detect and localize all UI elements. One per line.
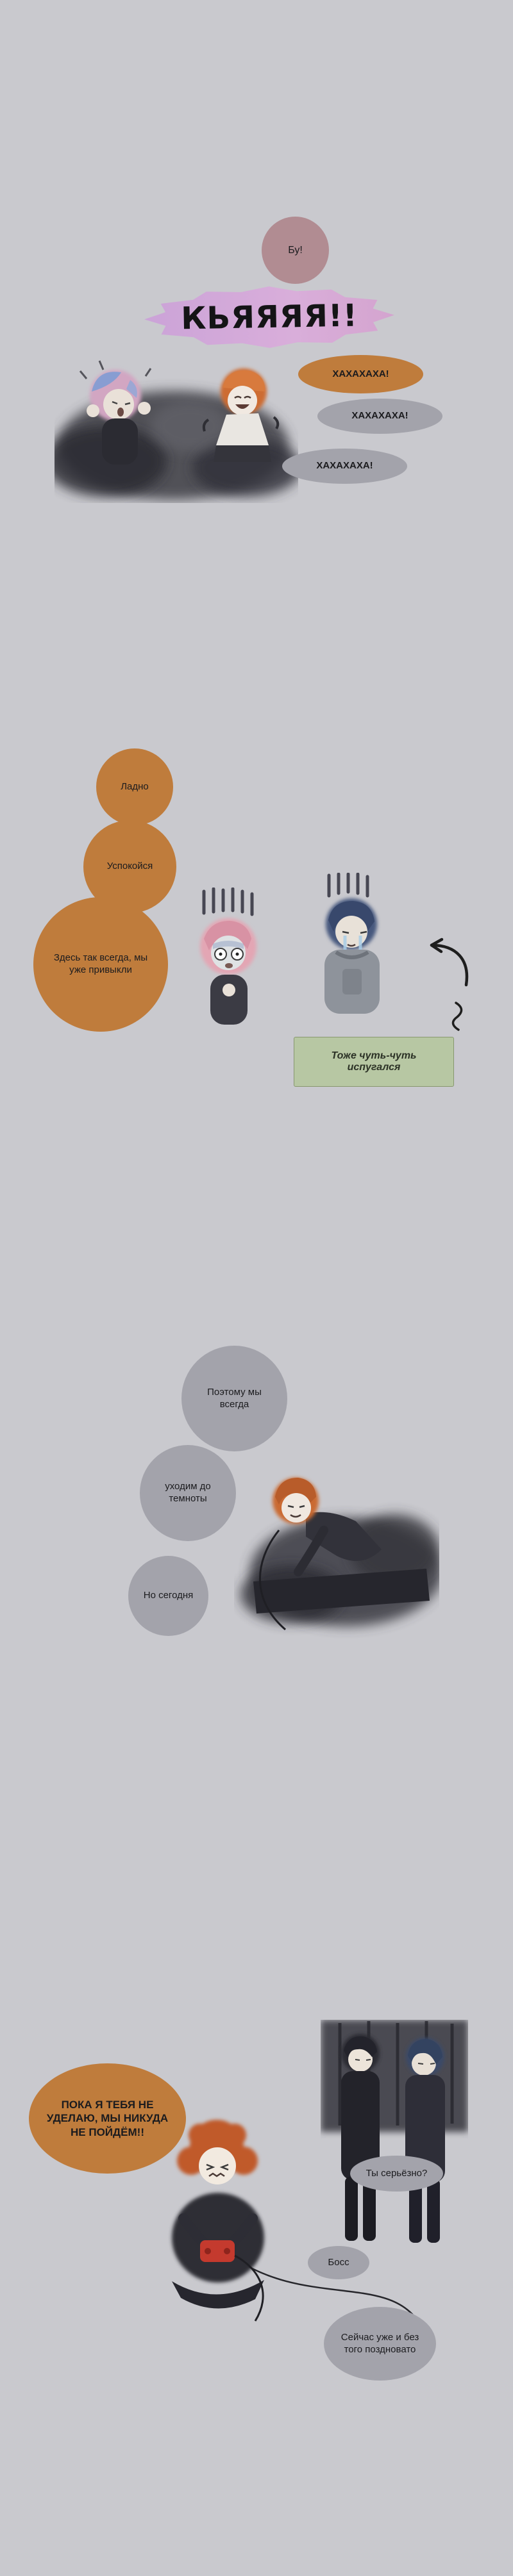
challenge-text: ПОКА Я ТЕБЯ НЕ УДЕЛАЮ, МЫ НИКУДА НЕ ПОЙД… [46,2099,169,2138]
dark-haired-boy [341,2034,380,2241]
pointer-arrow-icon [430,937,469,1031]
explain-bubble-2: уходим до темноты [140,1445,236,1541]
blue-haired-boy [405,2038,445,2243]
laugh-text-1: ХАХАХАХА! [332,368,389,379]
boss-bubble: Босс [308,2246,369,2279]
sitting-girl-illustration [172,2120,264,2322]
laugh-text-2: ХАХАХАХА! [351,410,408,422]
orange-haired-boy [273,1478,382,1576]
leaning-boy-illustration [240,1478,439,1631]
gloom-scribble [202,888,254,916]
laugh-bubble-1: ХАХАХАХА! [298,355,423,393]
serious-bubble: Ты серьёзно? [350,2156,443,2192]
pink-haired-girl [200,918,256,1025]
translator-caption-box: Тоже чуть-чуть испугался [294,1037,454,1087]
boss-text: Босс [328,2256,349,2268]
scream-text: КЬЯЯЯЯ!! [180,297,358,337]
game-controller [200,2240,235,2262]
ledge [253,1569,430,1614]
explain-bubble-1: Поэтому мы всегда [181,1346,287,1451]
serious-text: Ты серьёзно? [366,2167,428,2179]
late-text: Сейчас уже и без того поздновато [341,2331,419,2355]
crying-boy-illustration [324,873,380,1014]
caption-text: Тоже чуть-чуть испугался [331,1050,417,1073]
squiggle-icon [451,1002,463,1031]
standing-pair-illustration [321,2020,468,2243]
crying-boy [324,898,380,1014]
challenge-bubble: ПОКА Я ТЕБЯ НЕ УДЕЛАЮ, МЫ НИКУДА НЕ ПОЙД… [29,2063,186,2174]
gloom-scribble [327,873,369,898]
scared-character [79,360,152,465]
explain-text-2: уходим до темноты [165,1481,211,1504]
scream-burst-bubble: КЬЯЯЯЯ!! [144,285,395,351]
boss-girl [172,2120,264,2322]
explain-bubble-3: Но сегодня [128,1556,208,1636]
calm-bubble-3: Здесь так всегда, мы уже привыкли [33,897,168,1032]
calm-text-1: Ладно [121,780,149,792]
cable-line [259,1530,286,1631]
laughing-character [202,368,280,462]
laugh-text-3: ХАХАХАХА! [316,460,373,472]
calm-text-2: Успокойся [106,861,153,872]
explain-text-1: Поэтому мы всегда [207,1386,262,1410]
boo-text: Бу! [288,244,303,256]
laugh-bubble-3: ХАХАХАХА! [282,449,407,484]
speech-bubble-boo: Бу! [262,217,329,284]
calm-text-3: Здесь так всегда, мы уже привыкли [53,952,148,975]
calm-bubble-2: Успокойся [83,820,176,913]
startle-scene-illustration [55,360,298,500]
arrow-icon [430,937,469,987]
laugh-bubble-2: ХАХАХАХА! [317,399,442,434]
shocked-girl-illustration [200,888,256,1025]
late-bubble: Сейчас уже и без того поздновато [324,2307,436,2381]
calm-bubble-1: Ладно [96,748,173,825]
explain-text-3: Но сегодня [143,1590,194,1601]
